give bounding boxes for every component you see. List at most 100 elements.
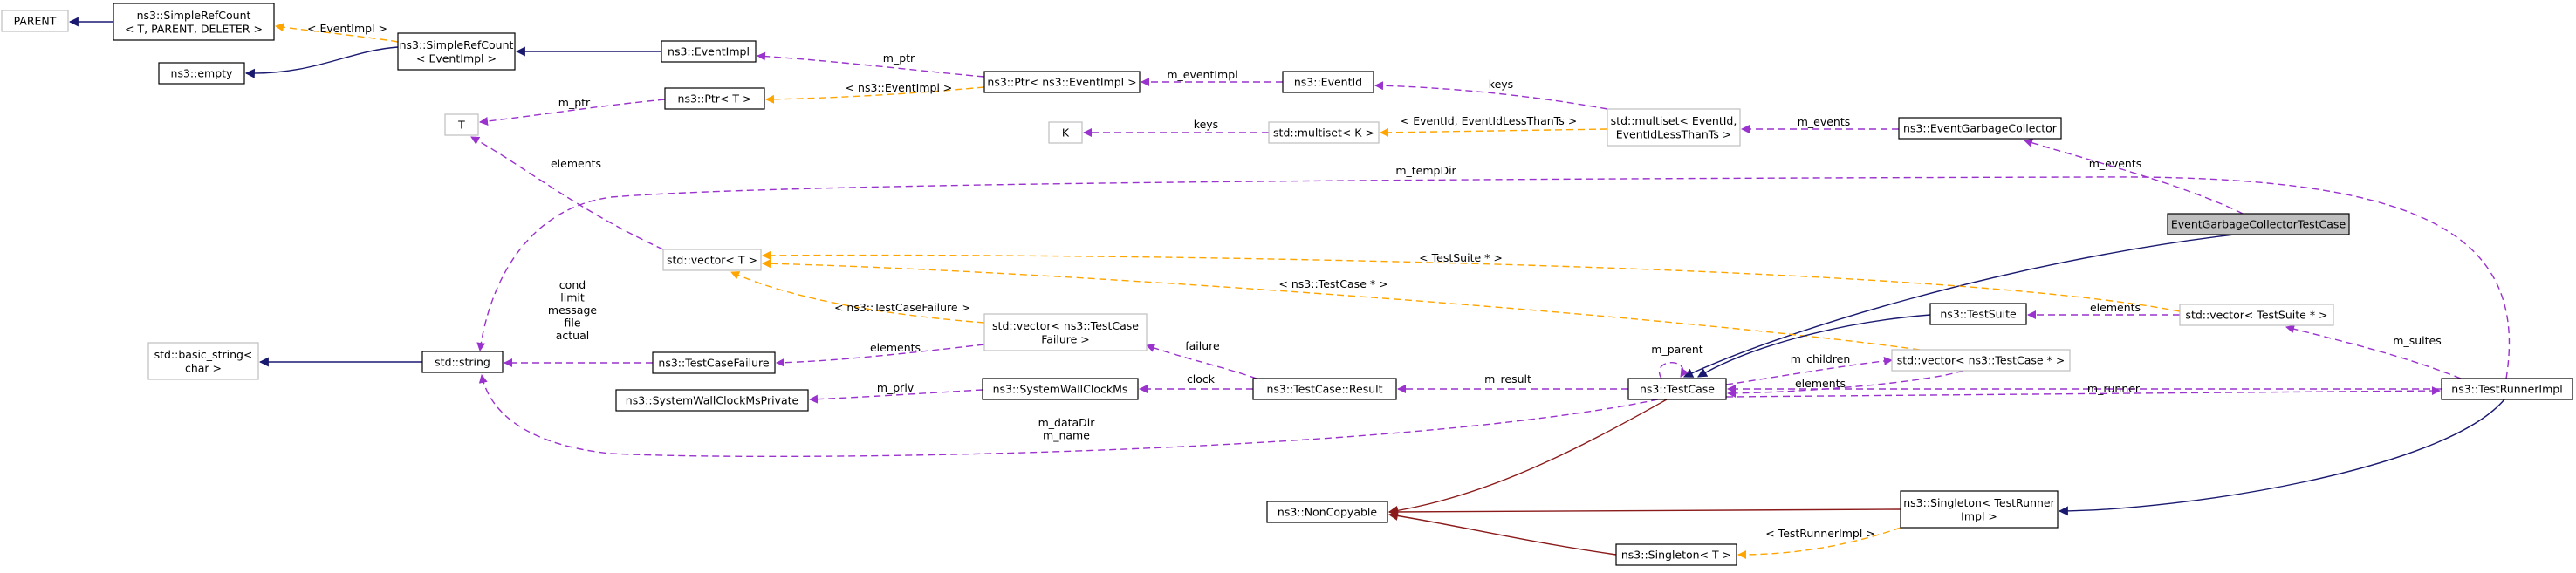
class-node-simple-ref-count-event[interactable]: ns3::SimpleRefCount< EventImpl > (397, 32, 516, 71)
class-node-ptr-event-impl[interactable]: ns3::Ptr< ns3::EventImpl > (983, 71, 1141, 93)
class-node-parent[interactable]: PARENT (1, 10, 69, 32)
class-box (1252, 378, 1397, 400)
edge-vector-test-case-ptr-to-vector-t (762, 259, 1921, 351)
class-node-vector-test-case-ptr[interactable]: std::vector< ns3::TestCase * > (1891, 349, 2071, 372)
class-node-system-wall-clock-ms[interactable]: ns3::SystemWallClockMs (982, 378, 1139, 400)
edge-test-runner-impl-to-vector-test-suite-ptr (2285, 324, 2462, 379)
class-node-event-impl[interactable]: ns3::EventImpl (661, 40, 757, 63)
edge-vector-test-case-ptr-to-test-case (1727, 370, 1964, 398)
class-name-line: Impl > (1961, 509, 1997, 522)
class-box (1268, 121, 1380, 144)
class-node-event-garbage-collector[interactable]: ns3::EventGarbageCollector (1898, 117, 2062, 140)
class-name-line: ns3::EventId (1294, 76, 1362, 89)
class-node-singleton-test-runner[interactable]: ns3::Singleton< TestRunnerImpl > (1900, 490, 2059, 529)
class-box (2179, 304, 2334, 326)
class-name-line: std::vector< ns3::TestCase (992, 319, 1139, 332)
edge-multiset-event-id-to-event-id (1374, 81, 1608, 110)
class-name-line: char > (185, 361, 222, 374)
edge-vector-failure-to-vector-t (730, 271, 985, 324)
edge-vector-failure-to-test-case-failure (776, 344, 985, 367)
edge-label-m-events-gc: m_events (1798, 115, 1851, 128)
class-node-vector-test-suite-ptr[interactable]: std::vector< TestSuite * > (2179, 304, 2334, 326)
edge-egc-test-case-to-egc (2024, 138, 2244, 215)
class-box (1615, 543, 1737, 566)
edge-labels-layer: < EventImpl >m_ptr< ns3::EventImpl >m_ev… (307, 22, 2442, 540)
edge-label-elements-tc: elements (1795, 377, 1846, 390)
class-name-line: ns3::SimpleRefCount (137, 9, 251, 22)
class-node-non-copyable[interactable]: ns3::NonCopyable (1266, 501, 1388, 523)
edge-label-multiset-tpl: < EventId, EventIdLessThanTs > (1401, 114, 1577, 127)
class-name-line: ns3::SystemWallClockMs (993, 383, 1128, 396)
class-name-line: Failure > (1041, 332, 1090, 345)
class-box (652, 351, 776, 374)
class-node-singleton-t[interactable]: ns3::Singleton< T > (1615, 543, 1737, 566)
class-box (615, 389, 809, 412)
class-node-vector-test-case-failure[interactable]: std::vector< ns3::TestCaseFailure > (983, 313, 1148, 351)
class-node-std-string[interactable]: std::string (421, 351, 504, 373)
class-box (1891, 349, 2071, 372)
class-box (662, 249, 762, 271)
edge-label-event-impl-ptr-tpl: < ns3::EventImpl > (846, 81, 953, 94)
nodes-layer: PARENT ns3::SimpleRefCount< T, PARENT, DE… (1, 3, 2573, 566)
class-node-system-wall-clock-ms-private[interactable]: ns3::SystemWallClockMsPrivate (615, 389, 809, 412)
edge-label-test-runner-impl-tpl: < TestRunnerImpl > (1765, 527, 1875, 540)
class-box (1, 10, 69, 32)
edge-label-elements-failure: elements (870, 341, 921, 354)
class-name-line: < EventImpl > (416, 51, 497, 65)
class-box (982, 378, 1139, 400)
class-box (1266, 501, 1388, 523)
edge-ptr-t-to-t (479, 99, 666, 126)
class-name-line: ns3::Ptr< ns3::EventImpl > (987, 76, 1136, 89)
edge-multiset-event-id-to-multiset-k (1380, 127, 1608, 137)
edge-label-test-case-ptr-tpl: < ns3::TestCase * > (1278, 277, 1387, 290)
class-box (1607, 108, 1741, 147)
class-name-line: std::string (435, 356, 490, 369)
class-node-vector-t[interactable]: std::vector< T > (662, 249, 762, 271)
class-name-line: K (1062, 126, 1070, 140)
class-box (1900, 490, 2059, 529)
edge-label-m-temp-dir: m_tempDir (1395, 164, 1456, 177)
class-node-basic-string[interactable]: std::basic_string<char > (147, 342, 259, 380)
class-name-line: ns3::Singleton< TestRunner (1903, 496, 2055, 509)
class-node-egc-test-case[interactable]: EventGarbageCollectorTestCase (2167, 213, 2350, 235)
class-box (421, 351, 504, 373)
class-name-line: std::vector< TestSuite * > (2185, 309, 2327, 322)
edge-test-case-to-vector-test-case-ptr (1725, 356, 1893, 385)
edge-label-clock: clock (1187, 372, 1216, 385)
class-box (1929, 303, 2027, 325)
class-node-test-runner-impl[interactable]: ns3::TestRunnerImpl (2441, 378, 2573, 400)
class-node-empty[interactable]: ns3::empty (158, 62, 245, 85)
edge-simple-ref-count-event-to-tpl (275, 23, 399, 43)
class-node-simple-ref-count-tpl[interactable]: ns3::SimpleRefCount< T, PARENT, DELETER … (113, 3, 275, 41)
class-box (664, 87, 765, 110)
edge-label-test-suite-ptr-tpl: < TestSuite * > (1419, 251, 1503, 264)
class-name-line: std::multiset< EventId, (1611, 114, 1737, 127)
edge-label-m-runner: m_runner (2087, 382, 2141, 395)
class-node-event-id[interactable]: ns3::EventId (1282, 71, 1374, 93)
class-node-test-case-failure[interactable]: ns3::TestCaseFailure (652, 351, 776, 374)
edge-singleton-runner-to-singleton-t (1737, 527, 1901, 559)
class-node-t[interactable]: T (444, 113, 479, 136)
class-name-line: ns3::TestRunnerImpl (2451, 383, 2562, 396)
class-node-ptr-t[interactable]: ns3::Ptr< T > (664, 87, 765, 110)
edge-label-elements-t: elements (551, 157, 601, 170)
class-node-multiset-k[interactable]: std::multiset< K > (1268, 121, 1380, 144)
class-name-line: ns3::EventImpl (668, 45, 750, 58)
class-node-k[interactable]: K (1048, 121, 1083, 144)
class-name-line: ns3::TestCaseFailure (658, 357, 769, 370)
edge-vector-t-to-t (470, 136, 664, 250)
edge-test-case-to-non-copyable (1387, 399, 1668, 515)
edge-test-case-parent-self (1658, 362, 1689, 379)
class-node-test-suite[interactable]: ns3::TestSuite (1929, 303, 2027, 325)
edge-label-m-event-impl: m_eventImpl (1167, 68, 1237, 81)
class-node-test-case[interactable]: ns3::TestCase (1627, 378, 1727, 400)
class-box (983, 313, 1148, 351)
class-name-line: ns3::EventGarbageCollector (1903, 122, 2058, 135)
edge-ptr-event-impl-to-ptr-t (765, 86, 985, 104)
class-node-test-case-result[interactable]: ns3::TestCase::Result (1252, 378, 1397, 400)
class-name-line: T (457, 119, 465, 132)
edge-label-m-result: m_result (1484, 372, 1531, 385)
edge-test-case-to-string (478, 374, 1659, 458)
class-node-multiset-event-id[interactable]: std::multiset< EventId,EventIdLessThanTs… (1607, 108, 1741, 147)
